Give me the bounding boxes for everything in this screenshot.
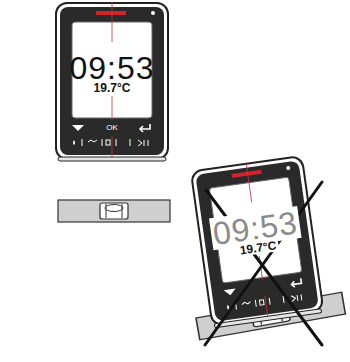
upright-device <box>56 2 168 161</box>
button-label: OK <box>106 124 118 132</box>
temperature-readout: 19.7°C <box>94 82 131 94</box>
tilted-text-group: 09:5319.7°C <box>135 128 350 362</box>
level <box>58 200 170 222</box>
time-readout: 09:53 <box>69 52 154 84</box>
tilted-device <box>191 155 324 328</box>
cross-mark <box>205 182 322 345</box>
